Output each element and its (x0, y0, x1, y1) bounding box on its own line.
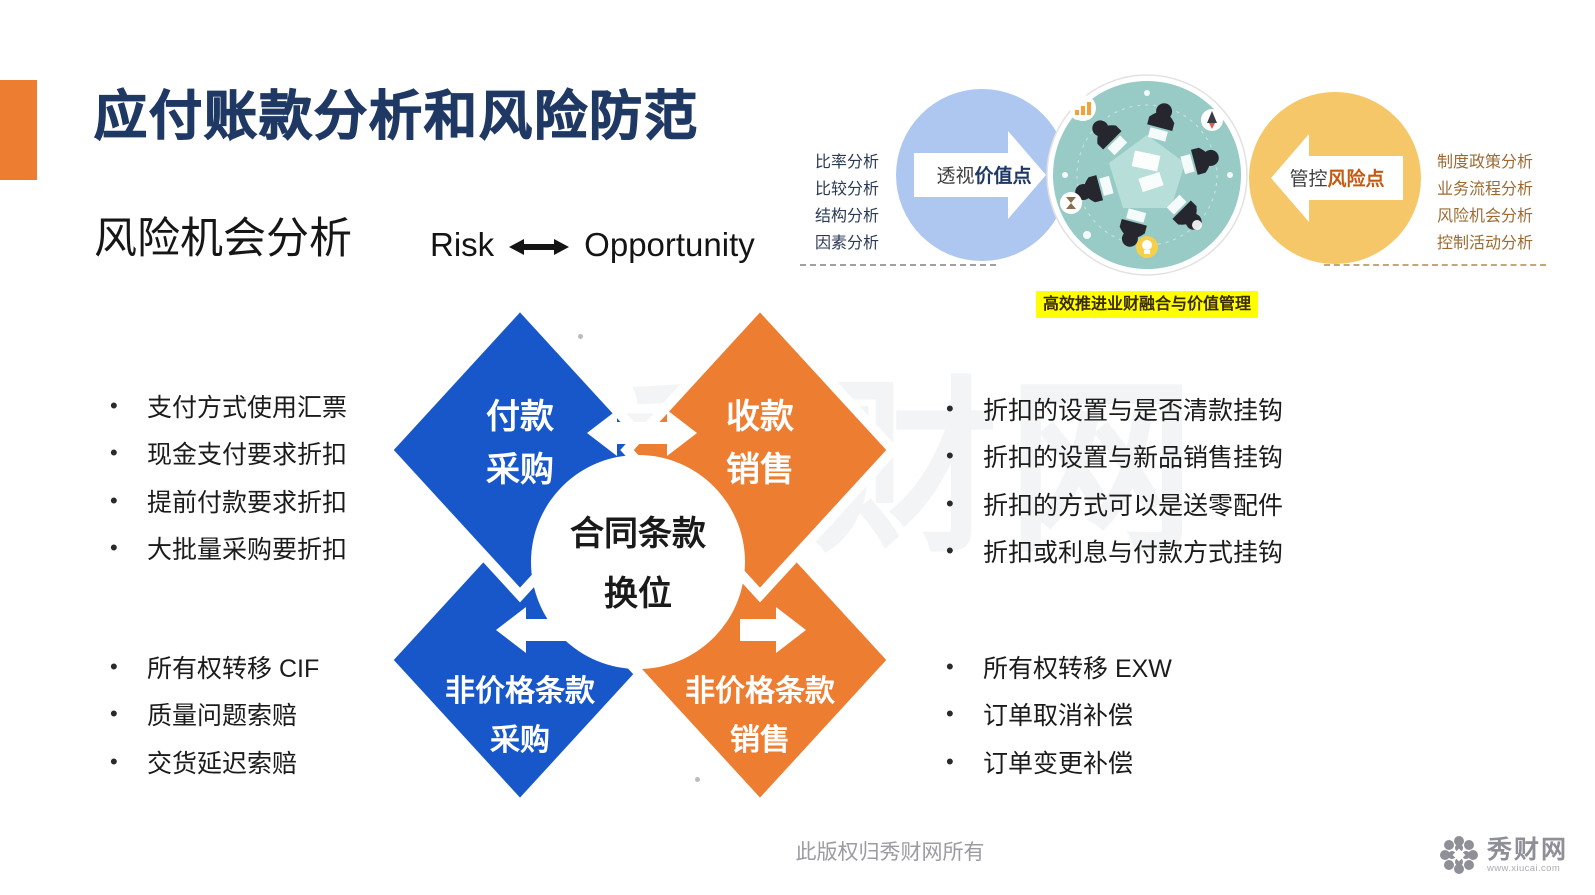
right-arrow-icon (740, 607, 806, 653)
list-item: 风险机会分析 (1437, 208, 1534, 225)
list-item: 比较分析 (815, 181, 880, 198)
double-arrow-icon (509, 239, 570, 255)
center-circle (531, 455, 745, 669)
chart-badge-icon (1070, 95, 1096, 121)
diamond-label: 非价格条款 (445, 675, 596, 708)
bullet-item: 订单变更补偿 (946, 738, 1172, 786)
nonprice-sales-bullets: 所有权转移 EXW 订单取消补偿 订单变更补偿 (946, 643, 1172, 786)
bullet-item: 所有权转移 CIF (110, 643, 319, 691)
receipt-sales-bullets: 折扣的设置与是否清款挂钩 折扣的设置与新品销售挂钩 折扣的方式可以是送零配件 折… (946, 385, 1283, 575)
bullet-item: 订单取消补偿 (946, 691, 1172, 739)
left-arrow-icon (496, 607, 578, 653)
swap-arrow-icon (587, 410, 697, 456)
value-management-banner: 高效推进业财融合与价值管理 (1036, 291, 1259, 318)
bullet-item: 支付方式使用汇票 (110, 382, 347, 430)
decor-dot (695, 777, 700, 782)
risk-point-bubble: 管控风险点 (1249, 92, 1421, 264)
teamwork-illustration (1046, 74, 1248, 276)
bubble-highlight: 价值点 (975, 164, 1032, 187)
list-item: 业务流程分析 (1437, 181, 1534, 198)
bullet-item: 现金支付要求折扣 (110, 430, 347, 478)
bullet-item: 折扣的方式可以是送零配件 (946, 480, 1283, 528)
logo-url: www.xiucai.com (1487, 862, 1561, 874)
diamond-label: 采购 (486, 451, 554, 489)
section-title: 风险机会分析 (94, 215, 352, 263)
list-item: 制度政策分析 (1437, 154, 1534, 171)
bullet-item: 大批量采购要折扣 (110, 525, 347, 573)
opportunity-label: Opportunity (584, 226, 755, 263)
risk-opportunity-label: Risk Opportunity (430, 226, 755, 264)
nonprice-purchase-bullets: 所有权转移 CIF 质量问题索赔 交货延迟索赔 (110, 643, 319, 786)
bullet-item: 折扣的设置与是否清款挂钩 (946, 385, 1283, 433)
bullet-item: 所有权转移 EXW (946, 643, 1172, 691)
center-label: 合同条款 (570, 515, 706, 553)
bubble-prefix: 管控 (1289, 168, 1327, 190)
value-point-bubble: 透视价值点 (896, 89, 1068, 261)
risk-analysis-list: 制度政策分析 业务流程分析 风险机会分析 控制活动分析 (1437, 149, 1533, 257)
center-label: 换位 (604, 575, 672, 613)
right-arrow-icon (914, 131, 1046, 219)
diamond-label: 非价格条款 (685, 675, 836, 708)
bullet-item: 折扣的设置与新品销售挂钩 (946, 433, 1283, 481)
list-item: 控制活动分析 (1437, 235, 1534, 252)
diamond-label: 付款 (486, 398, 554, 436)
bullet-item: 交货延迟索赔 (110, 738, 319, 786)
hourglass-badge-icon (1060, 192, 1082, 214)
site-logo: 秀财网 www.xiucai.com (1438, 834, 1568, 876)
svg-text:透视价值点: 透视价值点 (936, 164, 1031, 187)
diamond-label: 采购 (490, 724, 550, 757)
rocket-badge-icon (1201, 109, 1223, 131)
copyright-text: 此版权归秀财网所有 (795, 841, 985, 864)
dashed-divider (800, 264, 996, 266)
bubble-highlight: 风险点 (1328, 167, 1385, 190)
contract-terms-diagram: 付款 采购 收款 销售 合同条款 换位 非价格条款 采购 非价格条款 销售 (380, 300, 900, 810)
diamond-label: 销售 (730, 724, 790, 757)
list-item: 结构分析 (815, 208, 880, 225)
bubble-prefix: 透视 (936, 165, 974, 187)
left-arrow-icon (1271, 134, 1403, 222)
bullet-item: 质量问题索赔 (110, 691, 319, 739)
risk-label: Risk (430, 226, 495, 263)
bullet-item: 提前付款要求折扣 (110, 477, 347, 525)
page-title: 应付账款分析和风险防范 (93, 86, 699, 146)
accent-bar (0, 80, 37, 180)
bullet-item: 折扣或利息与付款方式挂钩 (946, 528, 1283, 576)
lightbulb-badge-icon (1136, 236, 1158, 258)
svg-text:管控风险点: 管控风险点 (1289, 167, 1384, 190)
diamond-label: 销售 (726, 451, 794, 489)
list-item: 因素分析 (815, 235, 880, 252)
payment-purchase-bullets: 支付方式使用汇票 现金支付要求折扣 提前付款要求折扣 大批量采购要折扣 (110, 382, 347, 572)
dashed-divider (1324, 264, 1546, 266)
decor-dot (578, 334, 583, 339)
knot-logo-icon (1440, 836, 1478, 874)
list-item: 比率分析 (815, 154, 880, 171)
logo-name: 秀财网 (1487, 835, 1569, 864)
diamond-label: 收款 (726, 398, 794, 436)
value-analysis-list: 比率分析 比较分析 结构分析 因素分析 (815, 149, 879, 257)
